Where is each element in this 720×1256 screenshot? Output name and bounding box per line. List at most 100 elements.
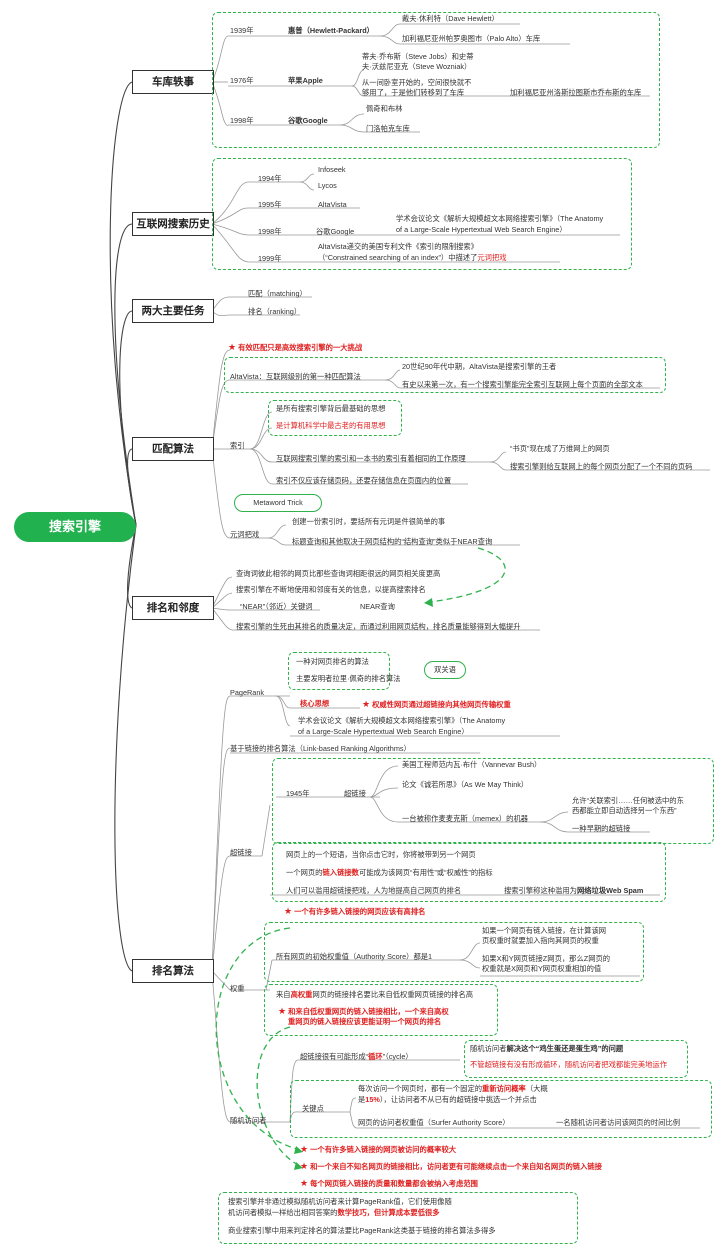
history-year-1995: 1995年 (258, 200, 282, 209)
star-icon: ★ (300, 1144, 309, 1154)
algo-link-based: 基于链接的排名算法（Link-based Ranking Algorithms） (230, 744, 411, 753)
hyperlink-def-2: 一个网页的链入链接数可能成为该网页“有用性”或“权威性”的指标 (286, 868, 493, 877)
pagerank-def-2: 主要发明者拉里·佩奇的排名算法 (296, 674, 401, 683)
branch-algorithm[interactable]: 排名算法 (132, 959, 214, 983)
weight-initial: 所有网页的初始权重值（Authority Score）都是1 (276, 952, 433, 961)
weight-star-1: ★ 和来自低权重网页的链入链接相比，一个来自高权 (278, 1006, 449, 1016)
memex-early-link: 一种早期的超链接 (572, 824, 631, 833)
garage-apple-story-1: 从一间卧室开始的，空间很快就不 (362, 78, 472, 87)
pagerank-core: 核心思想 (300, 699, 330, 708)
random-star-1: ★ 一个有许多链入链接的网页被访问的概率较大 (300, 1144, 457, 1154)
cycle-works: 不管超链接有没有形成循环，随机访问者把戏都能完美地运作 (470, 1060, 668, 1069)
altavista-group-frame (224, 357, 666, 393)
weight-sum-2: 权重就是X网页和Y网页权重相加的值 (482, 964, 602, 973)
cycle-solve: 随机访问者解决这个“鸡生蛋还是蛋生鸡”的问题 (470, 1044, 624, 1053)
hyperlink-memex: 一台被称作麦麦克斯（memex）的机器 (402, 814, 529, 823)
task-ranking: 排名（ranking） (248, 307, 302, 316)
pagerank-def-1: 一种对网页排名的算法 (296, 657, 369, 666)
garage-google-location: 门洛帕克车库 (366, 124, 410, 133)
star-icon: ★ (300, 1161, 309, 1171)
garage-year-1939: 1939年 (230, 26, 254, 35)
algo-hyperlink: 超链接 (230, 848, 252, 857)
garage-apple-story-2: 够用了，于是他们转移到了车库 (362, 88, 465, 97)
garage-apple[interactable]: 苹果Apple (288, 76, 323, 85)
hyperlink-bush: 美国工程师范内瓦·布什（Vannevar Bush） (402, 760, 542, 769)
garage-hp[interactable]: 惠普（Hewlett-Packard） (288, 26, 374, 35)
matching-star-note: ★ 有效匹配只是高效搜索引擎的一大挑战 (228, 342, 363, 352)
cycle-frame (464, 1040, 688, 1078)
branch-matching[interactable]: 匹配算法 (132, 437, 214, 461)
index-group-frame (268, 400, 402, 436)
history-patent-2: （“Constrained searching of an index”）中描述… (318, 253, 507, 262)
random-star-2: ★ 和一个来自不知名网页的链接相比，访问者更有可能继续点击一个来自知名网页的链入… (300, 1161, 602, 1171)
garage-apple-founders-1: 蒂夫·乔布斯（Steve Jobs）和史蒂 (362, 52, 474, 61)
garage-year-1976: 1976年 (230, 76, 254, 85)
index-oldest-idea: 是计算机科学中最古老的有用思想 (276, 421, 386, 430)
history-patent-metaword: 元词把戏 (477, 253, 507, 262)
hyperlink-def-frame (272, 842, 666, 902)
history-google: 谷歌Google (316, 227, 355, 236)
ranking-proximity-1: 查询词彼此相邻的网页比那些查询词相距很远的网页相关度更高 (236, 569, 441, 578)
random-keypoint: 关键点 (302, 1104, 324, 1113)
ranking-near-query: NEAR查询 (360, 602, 395, 611)
hyperlink-spam: 搜索引擎称这种滥用为网络垃圾Web Spam (504, 886, 644, 895)
matching-metaword: 元词把戏 (230, 530, 260, 539)
weight-frame (264, 922, 644, 982)
branch-history[interactable]: 互联网搜索历史 (132, 212, 214, 236)
garage-apple-location: 加利福尼亚州洛斯拉图斯市乔布斯的车库 (510, 88, 642, 97)
history-altavista: AltaVista (318, 200, 347, 209)
branch-tasks[interactable]: 两大主要任务 (132, 299, 214, 323)
final-note-2: 机访问者模拟一样给出相同答案的数学技巧，但计算成本要低很多 (228, 1208, 440, 1217)
index-pages-web: “书页”现在成了万维网上的网页 (510, 444, 610, 453)
history-paper-1: 学术会议论文《解析大规模超文本网络搜索引擎》（The Anatomy (396, 214, 604, 223)
matching-index: 索引 (230, 441, 245, 450)
hyperlink-def-1: 网页上的一个短语，当你点击它时，你将被带到另一个网页 (286, 850, 476, 859)
keypoint-frame (290, 1080, 712, 1138)
final-note-frame (218, 1192, 578, 1244)
memex-desc-2: 西都能立即自动选择另一个东西” (572, 806, 677, 815)
algo-random-surfer: 随机访问者 (230, 1116, 267, 1125)
history-lycos: Lycos (318, 181, 337, 190)
pagerank-paper-1: 学术会议论文《解析大规模超文本网络搜索引擎》（The Anatomy (298, 716, 506, 725)
pun-bubble: 双关语 (424, 661, 466, 679)
garage-google[interactable]: 谷歌Google (288, 116, 328, 125)
star-icon: ★ (284, 906, 293, 916)
keypoint-surfer-score: 网页的访问者权重值（Surfer Authority Score） (358, 1118, 510, 1127)
pagerank-core-star: ★ 权威性网页通过超链接向其他网页传输权重 (362, 699, 511, 709)
hyperlink-star: ★ 一个有许多链入链接的网页应该有高排名 (284, 906, 426, 916)
final-note-3: 商业搜索引擎中用来判定排名的算法要比PageRank这类基于链接的排名算法多得多 (228, 1226, 496, 1235)
branch-ranking[interactable]: 排名和邻度 (132, 596, 214, 620)
algo-pagerank: PageRank (230, 688, 265, 697)
garage-hp-founder: 戴夫·休利特（Dave Hewlett） (402, 14, 499, 23)
history-group-frame (212, 158, 632, 270)
index-fundamental: 是所有搜索引擎背后最基础的思想 (276, 404, 386, 413)
history-paper-2: of a Large-Scale Hypertextual Web Search… (396, 225, 567, 234)
hyperlink-year-1945: 1945年 (286, 789, 310, 798)
weight-high-link: 来自高权重网页的链接排名要比来自低权重网页链接的排名高 (276, 990, 474, 999)
random-cycle: 超链接很有可能形成“循环”（cycle） (300, 1052, 413, 1061)
task-matching: 匹配（matching） (248, 289, 307, 298)
star-icon: ★ (278, 1006, 287, 1016)
weight-star-2: 重网页的链入链接应该更能证明一个网页的排名 (288, 1017, 442, 1026)
pagerank-def-frame (288, 652, 390, 690)
pagerank-paper-2: of a Large-Scale Hypertextual Web Search… (298, 727, 469, 736)
algo-weight: 权重 (230, 984, 245, 993)
branch-garage[interactable]: 车库轶事 (132, 70, 214, 94)
garage-hp-location: 加利福尼亚州帕罗奥图市（Palo Alto）车库 (402, 34, 541, 43)
ranking-near-keyword: “NEAR”（邻近）关键词 (240, 602, 313, 611)
ranking-proximity-2: 搜索引擎在不断地使用和邻度有关的信息，以提高搜索排名 (236, 585, 426, 594)
history-year-1999: 1999年 (258, 254, 282, 263)
root-node[interactable]: 搜索引擎 (14, 512, 136, 542)
altavista-full-index: 有史以来第一次，有一个搜索引擎能完全索引互联网上每个页面的全部文本 (402, 380, 643, 389)
weight-inlink-2: 页权重时就要加入指向其网页的权重 (482, 936, 599, 945)
garage-apple-founders-2: 夫·沃兹尼亚克（Steve Wozniak） (362, 62, 472, 71)
history-year-1998: 1998年 (258, 227, 282, 236)
index-page-number: 搜索引擎则给互联网上的每个网页分配了一个不同的页码 (510, 462, 693, 471)
final-note-1: 搜索引擎并非通过模拟随机访问者来计算PageRank值，它们使用像随 (228, 1197, 452, 1206)
keypoint-revisit-1: 每次访问一个网页时，都有一个固定的重新访问概率（大概 (358, 1084, 548, 1093)
weight-sum-1: 如果X和Y网页链接Z网页，那么Z网页的 (482, 954, 611, 963)
altavista-king: 20世纪90年代中期，AltaVista是搜索引擎的王者 (402, 362, 557, 371)
star-icon: ★ (362, 699, 371, 709)
history-year-1994: 1994年 (258, 174, 282, 183)
